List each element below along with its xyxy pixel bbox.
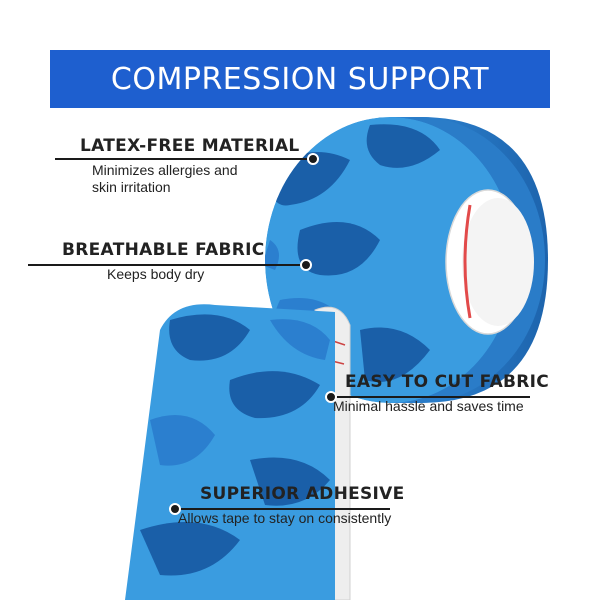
feature-description: Minimal hassle and saves time [333,398,549,415]
feature-title: BREATHABLE FABRIC [62,240,265,260]
feature-title: SUPERIOR ADHESIVE [200,484,405,504]
banner-title: COMPRESSION SUPPORT [110,61,490,97]
tape-roll [265,117,548,403]
pointer-dot [169,503,181,515]
feature-description-line: Keeps body dry [107,266,205,282]
feature-breathable: BREATHABLE FABRIC Keeps body dry [62,240,265,283]
feature-description: Keeps body dry [107,266,265,283]
feature-description-line: Allows tape to stay on consistently [178,510,392,526]
header-banner: COMPRESSION SUPPORT [50,50,550,108]
feature-adhesive: SUPERIOR ADHESIVE Allows tape to stay on… [178,484,405,527]
feature-description: Allows tape to stay on consistently [178,510,405,527]
pointer-line [28,264,306,266]
pointer-line [55,158,313,160]
pointer-dot [325,391,337,403]
feature-title: EASY TO CUT FABRIC [345,372,550,392]
feature-description-line: skin irritation [92,179,171,195]
tape-strip [125,304,351,600]
pointer-line [175,508,390,510]
pointer-dot [307,153,319,165]
feature-description-line: Minimal hassle and saves time [333,398,524,414]
feature-latex-free: LATEX-FREE MATERIAL Minimizes allergies … [80,136,300,196]
feature-title: LATEX-FREE MATERIAL [80,136,300,156]
pointer-dot [300,259,312,271]
pointer-line [330,396,530,398]
feature-easy-cut: EASY TO CUT FABRIC Minimal hassle and sa… [333,372,550,415]
feature-description: Minimizes allergies and skin irritation [92,162,300,196]
feature-description-line: Minimizes allergies and [92,162,238,178]
